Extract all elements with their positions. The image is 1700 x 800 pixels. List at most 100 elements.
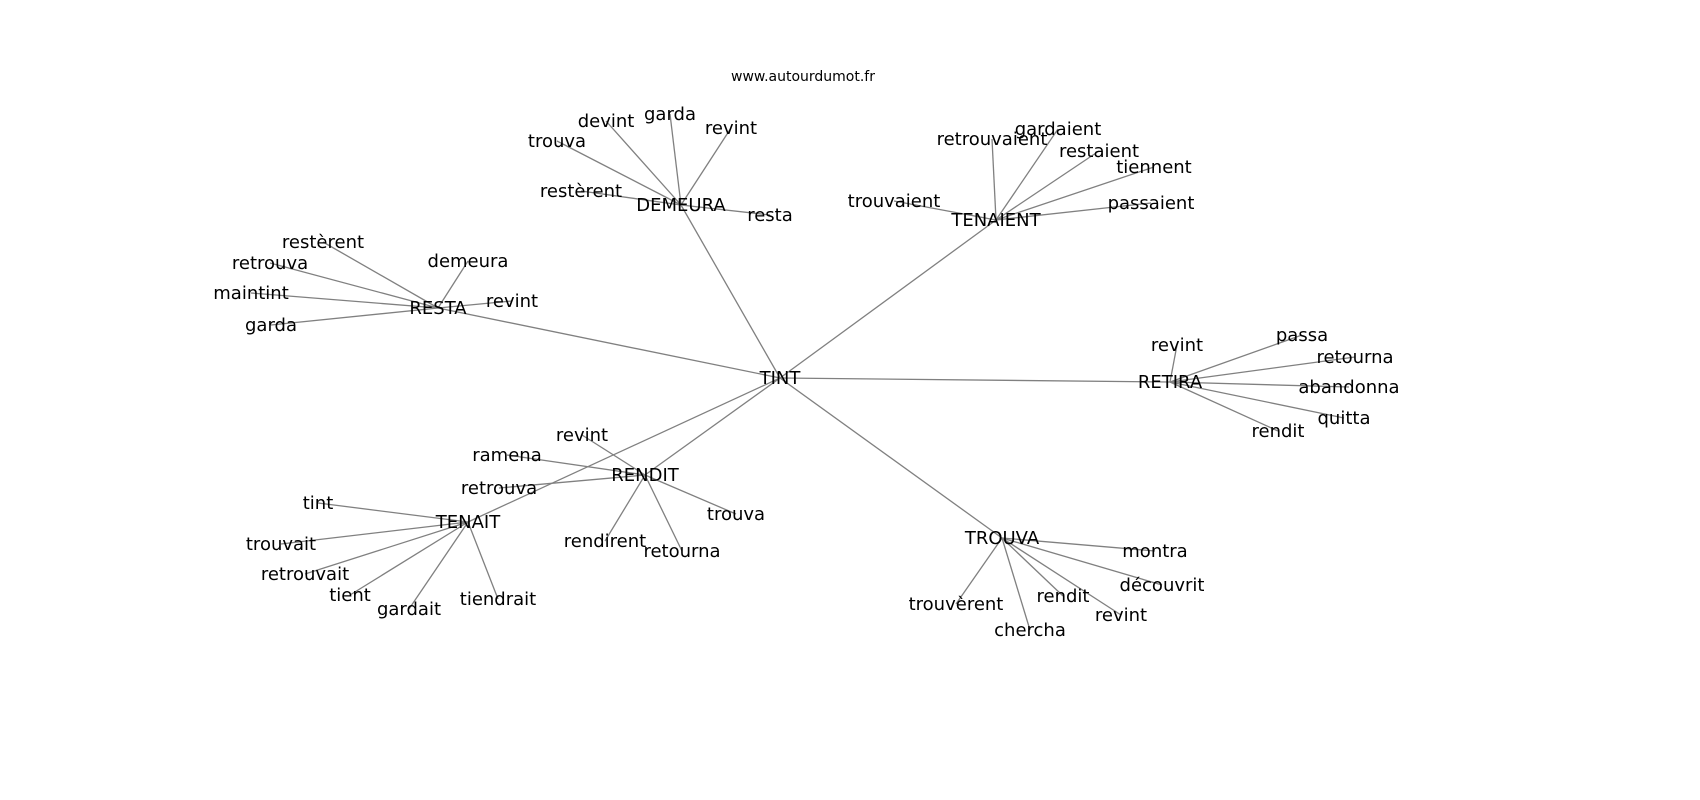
node-tenait-gardait[interactable]: gardait: [377, 599, 441, 620]
edges: [250, 113, 1356, 631]
edge-resta-resta_revint: [437, 300, 513, 309]
node-rendit-retourna[interactable]: retourna: [643, 541, 720, 562]
node-demeura-devint[interactable]: devint: [578, 111, 635, 132]
node-resta[interactable]: RESTA: [409, 298, 467, 319]
edge-rendit-rendit_retourna: [644, 474, 683, 552]
edge-tenait-tenait_tient: [349, 521, 469, 596]
node-retira-quitta[interactable]: quitta: [1318, 408, 1371, 429]
edge-retira-retira_rendit: [1169, 381, 1279, 432]
edge-rendit-rendit_ramena: [506, 454, 646, 476]
node-trouva[interactable]: TROUVA: [964, 528, 1040, 549]
node-tenaient-retrouvaient[interactable]: retrouvaient: [937, 129, 1048, 150]
node-tenait-retrouvait[interactable]: retrouvait: [261, 564, 349, 585]
node-tenaient-passaient[interactable]: passaient: [1108, 193, 1195, 214]
edge-demeura-demeura_resterent: [580, 190, 682, 206]
node-rendit-rendirent[interactable]: rendirent: [564, 531, 646, 552]
edge-tint-tenait: [467, 377, 781, 523]
edge-trouva-trouva_rendit: [1001, 537, 1064, 597]
edge-retira-retira_retourna: [1169, 356, 1356, 383]
edge-retira-retira_quitta: [1169, 381, 1345, 419]
edge-demeura-demeura_resta: [680, 204, 771, 216]
edge-demeura-demeura_garda: [669, 113, 682, 206]
node-retira-revint[interactable]: revint: [1151, 335, 1203, 356]
node-resta-demeura[interactable]: demeura: [428, 251, 509, 272]
edge-tint-resta: [437, 307, 781, 379]
node-demeura-trouva[interactable]: trouva: [528, 131, 586, 152]
node-trouva-chercha[interactable]: chercha: [994, 620, 1066, 641]
node-resta-resterent[interactable]: restèrent: [282, 232, 364, 253]
node-tenait[interactable]: TENAIT: [435, 512, 501, 533]
edge-rendit-rendit_retrouva: [498, 474, 646, 489]
site-title: www.autourdumot.fr: [731, 69, 875, 85]
edge-tenait-tenait_retrouvait: [304, 521, 469, 575]
node-rendit-retrouva[interactable]: retrouva: [461, 478, 537, 499]
edge-trouva-trouva_decouvrit: [1001, 537, 1163, 586]
node-tenait-trouvait[interactable]: trouvait: [246, 534, 316, 555]
node-resta-revint[interactable]: revint: [486, 291, 538, 312]
node-demeura-garda[interactable]: garda: [644, 104, 696, 125]
edge-tenaient-tenaient_trouvaient: [893, 200, 997, 221]
edge-resta-resta_retrouva: [269, 262, 439, 309]
node-tenaient[interactable]: TENAIENT: [950, 210, 1041, 231]
edge-rendit-rendit_revint: [581, 434, 646, 476]
edge-demeura-demeura_revint: [680, 127, 732, 206]
edge-tenaient-tenaient_restaient: [995, 150, 1100, 221]
node-tenaient-trouvaient[interactable]: trouvaient: [848, 191, 941, 212]
node-retira-passa[interactable]: passa: [1276, 325, 1328, 346]
edge-resta-resta_maintint: [250, 292, 439, 309]
edge-trouva-trouva_chercha: [1001, 537, 1031, 631]
edge-trouva-trouva_revint: [1001, 537, 1122, 616]
edge-tint-tenaient: [779, 219, 997, 379]
edge-trouva-trouva_trouverent: [955, 537, 1003, 605]
node-retira[interactable]: RETIRA: [1138, 372, 1203, 393]
edge-tenaient-tenaient_gardaient: [995, 128, 1059, 221]
node-tenait-tiendrait[interactable]: tiendrait: [460, 589, 536, 610]
node-demeura[interactable]: DEMEURA: [636, 195, 726, 216]
edge-demeura-demeura_trouva: [556, 140, 682, 206]
node-tenait-tient[interactable]: tient: [329, 585, 371, 606]
node-trouva-montra[interactable]: montra: [1122, 541, 1187, 562]
edge-resta-resta_garda: [270, 307, 439, 326]
node-resta-retrouva[interactable]: retrouva: [232, 253, 308, 274]
edge-tenaient-tenaient_retrouvaient: [991, 138, 997, 221]
node-trouva-trouverent[interactable]: trouvèrent: [909, 594, 1004, 615]
edge-tenait-tenait_tint: [317, 502, 469, 523]
node-tenait-tint[interactable]: tint: [303, 493, 334, 514]
edge-retira-retira_abandonna: [1169, 381, 1350, 388]
node-trouva-revint[interactable]: revint: [1095, 605, 1147, 626]
edge-tenait-tenait_gardait: [408, 521, 469, 610]
edge-resta-resta_demeura: [437, 260, 469, 309]
edge-tint-trouva: [779, 377, 1003, 539]
edge-tenaient-tenaient_passaient: [995, 202, 1152, 221]
edge-tint-rendit: [644, 377, 781, 476]
edge-tint-demeura: [680, 204, 781, 379]
edge-retira-retira_revint: [1169, 344, 1178, 383]
node-tenaient-tiennent[interactable]: tiennent: [1116, 157, 1192, 178]
edge-retira-retira_passa: [1169, 334, 1303, 383]
node-resta-garda[interactable]: garda: [245, 315, 297, 336]
node-trouva-rendit[interactable]: rendit: [1037, 586, 1090, 607]
node-demeura-revint[interactable]: revint: [705, 118, 757, 139]
node-retira-retourna[interactable]: retourna: [1316, 347, 1393, 368]
node-retira-abandonna[interactable]: abandonna: [1298, 377, 1399, 398]
edge-tint-retira: [779, 377, 1171, 383]
edge-tenait-tenait_trouvait: [280, 521, 469, 545]
node-rendit-revint[interactable]: revint: [556, 425, 608, 446]
node-resta-maintint[interactable]: maintint: [213, 283, 289, 304]
node-retira-rendit[interactable]: rendit: [1252, 421, 1305, 442]
node-tenaient-gardaient[interactable]: gardaient: [1015, 119, 1102, 140]
node-tint[interactable]: TINT: [759, 368, 802, 389]
edge-resta-resta_resterent: [322, 241, 439, 309]
node-trouva-decouvrit[interactable]: découvrit: [1120, 575, 1205, 596]
edge-rendit-rendit_rendirent: [604, 474, 646, 542]
node-rendit-ramena[interactable]: ramena: [472, 445, 541, 466]
edge-tenaient-tenaient_tiennent: [995, 166, 1155, 221]
node-rendit[interactable]: RENDIT: [611, 465, 680, 486]
node-tenaient-restaient[interactable]: restaient: [1059, 141, 1139, 162]
node-rendit-trouva[interactable]: trouva: [707, 504, 765, 525]
node-demeura-resta[interactable]: resta: [747, 205, 793, 226]
node-demeura-resterent[interactable]: restèrent: [540, 181, 622, 202]
edge-demeura-demeura_devint: [605, 120, 682, 206]
